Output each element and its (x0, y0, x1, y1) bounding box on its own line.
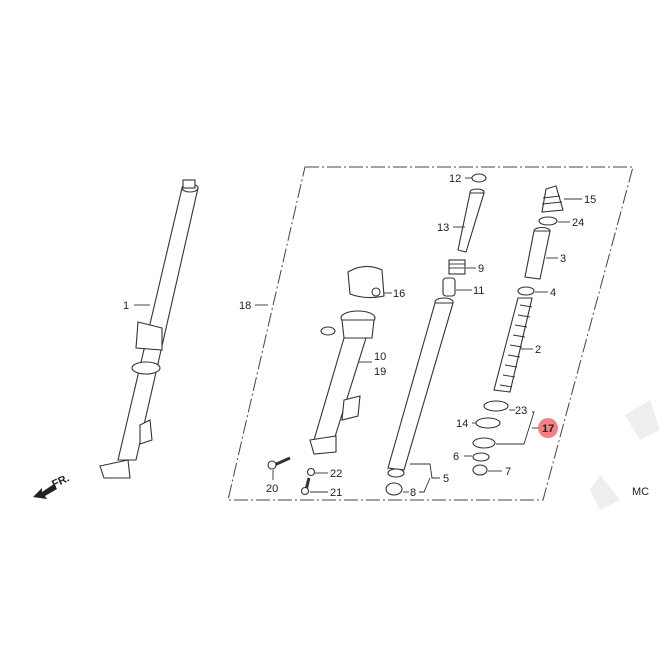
oil-seal-drawing[interactable] (472, 437, 496, 449)
bottom-case-drawing[interactable] (309, 310, 376, 455)
callout-15[interactable]: 15 (584, 194, 596, 206)
sealing-washer-drawing[interactable] (306, 467, 316, 477)
callout-10[interactable]: 10 (374, 351, 386, 363)
corner-code: MC (632, 486, 649, 498)
fork-bolt-drawing[interactable] (541, 185, 564, 213)
spring-seat-drawing[interactable] (517, 286, 535, 296)
callout-12[interactable]: 12 (449, 173, 461, 185)
front-direction-arrow-icon (33, 484, 57, 499)
dust-seal-drawing[interactable] (483, 400, 509, 412)
callout-20[interactable]: 20 (266, 483, 278, 495)
callout-8[interactable]: 8 (410, 487, 416, 499)
piston-ring-drawing[interactable] (472, 464, 488, 476)
assembly-group-box (227, 166, 634, 501)
spacer-pipe-drawing[interactable] (524, 226, 551, 280)
watermark-shape (590, 475, 620, 510)
callout-16[interactable]: 16 (393, 288, 405, 300)
callout-7[interactable]: 7 (505, 466, 511, 478)
highlight-marker (538, 418, 558, 438)
fork-spring-drawing[interactable] (493, 297, 533, 393)
callout-11[interactable]: 11 (473, 285, 484, 297)
callout-21[interactable]: 21 (330, 487, 342, 499)
spring-drawing[interactable] (448, 259, 466, 275)
callout-23[interactable]: 23 (515, 405, 527, 417)
callout-2[interactable]: 2 (535, 344, 541, 356)
callout-3[interactable]: 3 (560, 253, 566, 265)
damper-rod-drawing[interactable] (457, 188, 485, 253)
callout-24[interactable]: 24 (572, 217, 584, 229)
oil-lock-piece-drawing[interactable] (442, 277, 456, 297)
socket-bolt-drawing[interactable] (300, 477, 311, 496)
callout-13[interactable]: 13 (437, 222, 449, 234)
washer-drawing[interactable] (472, 452, 490, 462)
callout-4[interactable]: 4 (550, 287, 556, 299)
callout-5[interactable]: 5 (443, 473, 449, 485)
callout-19[interactable]: 19 (374, 366, 386, 378)
piston-ring-small-drawing[interactable] (471, 173, 487, 183)
watermark-shape (625, 400, 660, 440)
axle-pinch-bolt-drawing[interactable] (267, 456, 291, 470)
callout-1[interactable]: 1 (123, 300, 129, 312)
callout-18[interactable]: 18 (239, 300, 251, 312)
o-ring-drawing[interactable] (538, 216, 558, 226)
stopper-ring-drawing[interactable] (475, 417, 501, 429)
fork-pipe-drawing[interactable] (387, 297, 454, 478)
fork-tube-assembly-drawing[interactable] (99, 179, 199, 479)
slider-bushing-drawing[interactable] (385, 482, 403, 496)
callout-6[interactable]: 6 (453, 451, 459, 463)
callout-14[interactable]: 14 (456, 418, 468, 430)
direction-label: FR. (50, 472, 71, 490)
callout-22[interactable]: 22 (330, 468, 342, 480)
callout-9[interactable]: 9 (478, 263, 484, 275)
callout-17[interactable]: 17 (542, 423, 554, 435)
